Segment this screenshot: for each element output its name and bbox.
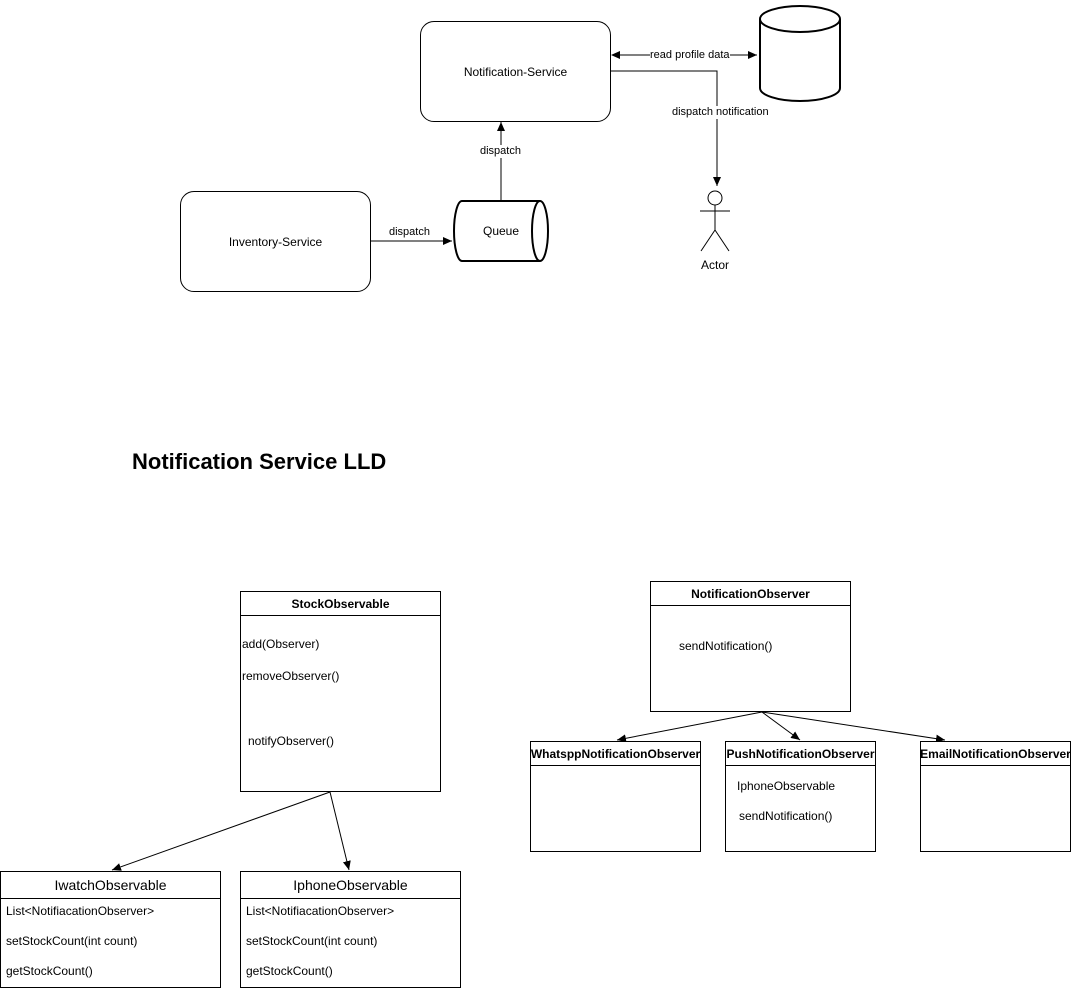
iwatch-member-list: List<NotifiacationObserver> (6, 904, 155, 918)
edge-dispatch-notification (611, 70, 721, 186)
notification-observer-name: NotificationObserver (651, 582, 850, 606)
edge-label-dispatch-right: dispatch (389, 226, 430, 238)
push-member-send: sendNotification() (739, 809, 833, 823)
push-observer-name: PushNotificationObserver (726, 742, 875, 766)
edge-label-read-profile: read profile data (650, 49, 730, 62)
actor-label: Actor (700, 258, 729, 272)
database-cylinder (759, 5, 841, 102)
iwatch-observable-class: IwatchObservable List<NotifiacationObser… (0, 871, 221, 988)
iwatch-member-get: getStockCount() (6, 964, 93, 978)
iphone-member-list: List<NotifiacationObserver> (246, 904, 395, 918)
edge-stock-to-iphone (329, 791, 351, 871)
inventory-service-node: Inventory-Service (180, 191, 371, 292)
lld-title: Notification Service LLD (132, 449, 387, 474)
push-observer-class: PushNotificationObserver IphoneObservabl… (725, 741, 876, 852)
actor-figure (700, 190, 730, 252)
edge-stock-to-iwatch (111, 791, 331, 871)
stock-method-remove: removeObserver() (242, 669, 340, 683)
notification-service-label: Notification-Service (463, 64, 568, 79)
stock-method-add: add(Observer) (242, 637, 320, 651)
notification-observer-method: sendNotification() (679, 639, 773, 653)
iwatch-observable-name: IwatchObservable (1, 872, 220, 899)
stock-observable-class: StockObservable add(Observer) removeObse… (240, 591, 441, 792)
whatsapp-observer-name: WhatsppNotificationObserver (531, 742, 700, 766)
iphone-member-set: setStockCount(int count) (246, 934, 378, 948)
iphone-observable-class: IphoneObservable List<NotifiacationObser… (240, 871, 461, 988)
iphone-observable-name: IphoneObservable (241, 872, 460, 899)
edge-notif-to-push (761, 711, 801, 741)
notification-service-node: Notification-Service (420, 21, 611, 122)
inventory-service-label: Inventory-Service (228, 234, 323, 249)
queue-cylinder (453, 200, 549, 262)
iwatch-member-set: setStockCount(int count) (6, 934, 138, 948)
stock-method-notify: notifyObserver() (248, 734, 335, 748)
email-observer-class: EmailNotificationObserver (920, 741, 1071, 852)
push-member-iphone: IphoneObservable (737, 779, 836, 793)
edge-notif-to-email (761, 711, 946, 743)
email-observer-name: EmailNotificationObserver (920, 742, 1071, 766)
iphone-member-get: getStockCount() (246, 964, 333, 978)
edge-label-dispatch-notification: dispatch notification (672, 106, 769, 119)
stock-observable-name: StockObservable (241, 592, 440, 616)
whatsapp-observer-class: WhatsppNotificationObserver (530, 741, 701, 852)
edge-notif-to-whatsapp (616, 711, 763, 743)
notification-observer-class: NotificationObserver sendNotification() (650, 581, 851, 712)
queue-label: Queue (482, 224, 520, 238)
edge-label-dispatch-up: dispatch (480, 145, 521, 158)
